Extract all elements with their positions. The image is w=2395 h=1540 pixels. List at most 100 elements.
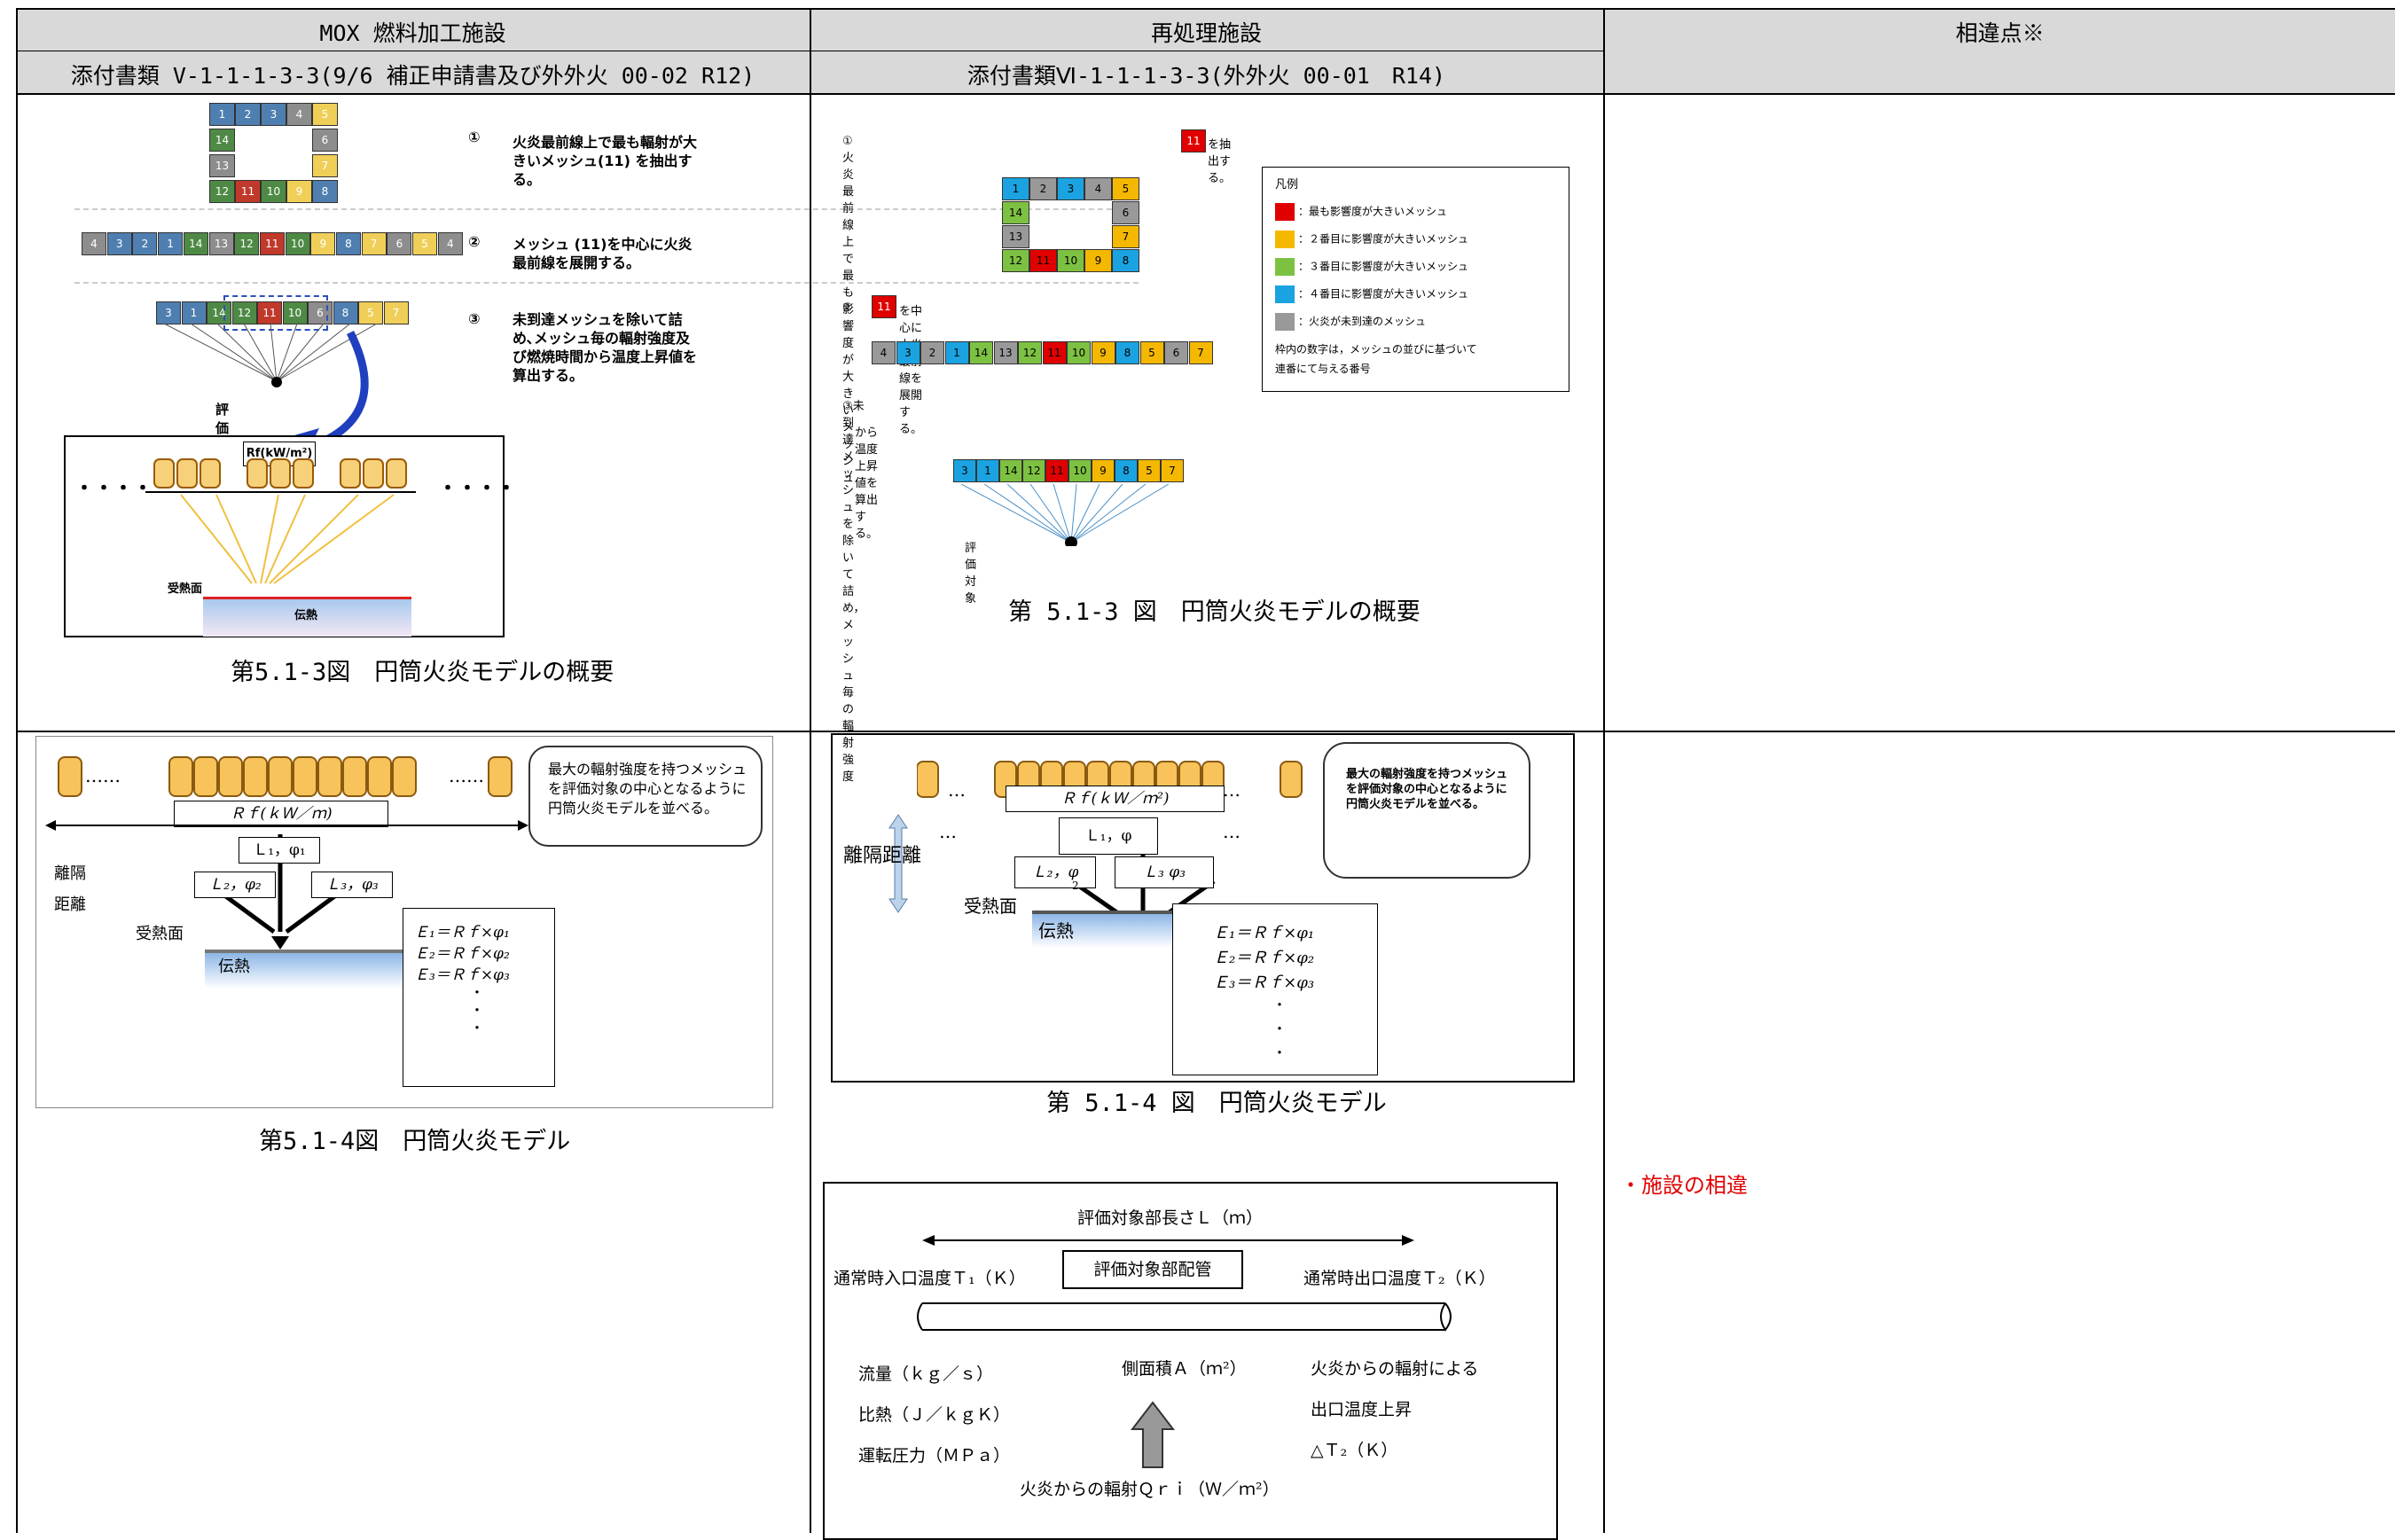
mesh-cell: 2	[132, 232, 158, 255]
equation-e1: Ｅ₁＝Ｒｆ×φ₁	[1213, 924, 1315, 942]
header-bottom-border	[16, 93, 2395, 95]
callout-bubble: 最大の輻射強度を持つメッシュを評価対象の中心となるように円筒火炎モデルを並べる。	[1323, 742, 1530, 879]
heat-label: 伝熱	[1038, 920, 1074, 942]
mesh-cell: 10	[282, 301, 308, 324]
convergence-lines	[163, 324, 378, 439]
legend-note: 連番にて与える番号	[1275, 363, 1371, 375]
radiation-up-arrow	[1131, 1401, 1175, 1468]
mesh-cell: 5	[312, 103, 338, 126]
step3-text: ③未到達メッシュを除いて詰め，メッシュ毎の輻射強度	[842, 400, 865, 784]
mesh-cell: 12	[1022, 459, 1045, 482]
mesh-cell: 7	[383, 301, 409, 324]
mesh-cell: 4	[437, 232, 463, 255]
step3-text: 未到達メッシュを除いて詰め､メッシュ毎の輻射強度及び燃焼時間から温度上昇値を算出…	[513, 311, 698, 384]
mesh-cell: 4	[1084, 177, 1112, 200]
l2-label: Ｌ₂，φ₂	[194, 872, 276, 898]
heat-label: 伝熱	[294, 609, 318, 622]
length-arrow	[922, 1235, 1414, 1246]
mesh-cell: 3	[896, 341, 920, 364]
legend-item: ：最も影響度が大きいメッシュ	[1275, 203, 1447, 221]
step3-marker: ③	[468, 310, 481, 327]
figure-caption-5-1-3-mox: 第5.1-3図 円筒火炎モデルの概要	[231, 659, 614, 686]
legend-label: ：２番目に影響度が大きいメッシュ	[1298, 232, 1469, 246]
heat-transfer-surface	[205, 950, 422, 989]
legend-item: ：３番目に影響度が大きいメッシュ	[1275, 258, 1468, 276]
mesh-cell: 7	[1112, 225, 1139, 248]
dots-right: ・・・・	[438, 477, 517, 500]
mesh-cell: 10	[1068, 459, 1092, 482]
dots-left: ……	[85, 765, 121, 786]
legend-box: 凡例 ：最も影響度が大きいメッシュ：２番目に影響度が大きいメッシュ：３番目に影響…	[1262, 167, 1569, 392]
header-reprocess-doc: 添付書類Ⅵ-1-1-1-3-3(外外火 00-01 R14)	[967, 63, 1446, 89]
step1-marker: ①	[468, 129, 481, 145]
vertical-dots: ・・・	[470, 984, 485, 1036]
step2-marker: ②	[842, 301, 853, 315]
highlight-mesh-11: 11	[1181, 129, 1206, 152]
equation-box: Ｅ₁＝Ｒｆ×φ₁ Ｅ₂＝Ｒｆ×φ₂ Ｅ₃＝Ｒｆ×φ₃ ・・・	[1172, 903, 1378, 1075]
l2-label: Ｌ₂，φ	[1014, 856, 1096, 888]
legend-label: ：３番目に影響度が大きいメッシュ	[1298, 260, 1469, 273]
legend-item: ：２番目に影響度が大きいメッシュ	[1275, 231, 1468, 248]
mesh-cell: 11	[1045, 459, 1068, 482]
col-border-2	[1603, 8, 1605, 1533]
mesh-cell: 9	[1084, 249, 1112, 272]
table-border-top	[16, 8, 2395, 10]
mesh-cell: 12	[234, 232, 260, 255]
qri-label: 火炎からの輻射Ｑｒｉ（Ｗ／ｍ²）	[1020, 1480, 1280, 1499]
legend-swatch	[1275, 231, 1295, 248]
dots-left: ・・・・	[74, 477, 153, 500]
mesh-cell: 6	[308, 301, 333, 324]
mesh-cell: 3	[1057, 177, 1084, 200]
mesh-cell: 7	[1188, 341, 1213, 364]
mesh-cell: 5	[1138, 459, 1161, 482]
mesh-cell: 6	[387, 232, 412, 255]
row-divider	[16, 731, 2395, 732]
radiation-label-2: 出口温度上昇	[1311, 1400, 1413, 1419]
figure-caption-5-1-3-reprocess: 第 5.1-3 図 円筒火炎モデルの概要	[1008, 598, 1421, 626]
l3-label: Ｌ₃ φ₃	[1115, 856, 1214, 888]
mesh-cell: 2	[920, 341, 944, 364]
mesh-cell: 5	[412, 232, 438, 255]
flame-cylinders	[145, 458, 416, 584]
mesh-cell: 14	[183, 232, 208, 255]
legend-swatch	[1275, 313, 1295, 331]
receive-surface-label: 受熱面	[136, 925, 184, 943]
step1-tail: を抽出する。	[1208, 138, 1232, 185]
mesh-cell: 11	[257, 301, 282, 324]
l3-label: Ｌ₃，φ₃	[311, 872, 393, 898]
mesh-cell: 11	[1029, 249, 1057, 272]
legend-label: ：４番目に影響度が大きいメッシュ	[1298, 287, 1469, 301]
mesh-cell: 2	[1029, 177, 1057, 200]
mesh-cell: 9	[1092, 459, 1115, 482]
outlet-temp-label: 通常時出口温度Ｔ₂（Ｋ）	[1303, 1269, 1496, 1288]
selection-dashed-box	[223, 295, 328, 331]
mesh-cell: 10	[285, 232, 310, 255]
radiation-label-1: 火炎からの輻射による	[1311, 1359, 1479, 1379]
pressure-label: 運転圧力（ＭＰａ）	[858, 1446, 1011, 1466]
mesh-cell: 9	[286, 180, 312, 203]
flow-label: 流量（ｋｇ／ｓ）	[858, 1364, 994, 1384]
difference-note: ・施設の相違	[1620, 1173, 1748, 1198]
pipe-figure: 評価対象部長さＬ（ｍ） 評価対象部配管 通常時入口温度Ｔ₁（Ｋ） 通常時出口温度…	[823, 1182, 1558, 1540]
area-label: 側面積Ａ（ｍ²）	[1122, 1359, 1247, 1379]
mesh-cell: 10	[261, 180, 286, 203]
mesh-cell: 8	[1115, 459, 1138, 482]
comparison-table: MOX 燃料加工施設 添付書類 V-1-1-1-3-3(9/6 補正申請書及び外…	[16, 8, 2395, 1533]
mesh-cell: 11	[235, 180, 261, 203]
pipe-label: 評価対象部配管	[1062, 1250, 1243, 1289]
dashed-separator	[74, 282, 1139, 284]
mesh-cell: 4	[82, 232, 106, 255]
dots-right-2: …	[1223, 821, 1241, 842]
mesh-cell: 13	[208, 232, 234, 255]
mesh-cell: 6	[1164, 341, 1188, 364]
mesh-cell: 3	[106, 232, 132, 255]
col-border-1	[810, 8, 811, 1533]
step1-text: 火炎最前線上で最も輻射が大きいメッシュ(11) を抽出する。	[513, 134, 698, 188]
convergence-lines	[960, 484, 1170, 546]
highlight-mesh-11: 11	[872, 295, 896, 318]
mesh-cell: 8	[1115, 341, 1139, 364]
mesh-cell: 8	[336, 232, 361, 255]
mesh-cell: 1	[181, 301, 207, 324]
separation-label-2: 距離	[54, 895, 86, 914]
mesh-cell: 5	[1139, 341, 1164, 364]
